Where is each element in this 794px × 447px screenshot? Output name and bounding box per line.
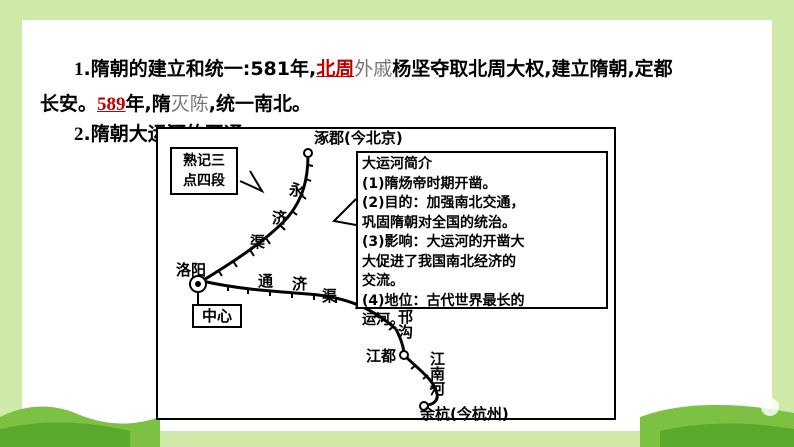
- point-1-line2-start: 长安。: [40, 93, 98, 115]
- intro-line: (4)地位：古代世界最长的: [362, 292, 525, 309]
- canal-char-ji: 济: [272, 209, 288, 227]
- jiangdu-dot: [399, 350, 409, 360]
- intro-line: 巩固隋朝对全国的统治。: [362, 214, 516, 231]
- center-label-box: 中心: [192, 304, 242, 328]
- answer-blank-north-zhou: 北周: [316, 58, 355, 80]
- canal-char-tong: 通: [258, 272, 274, 290]
- grand-canal-map: 涿郡(今北京) 永 济 渠 洛阳 通 济 渠 邗沟 江都 江南河 余杭(今杭州)…: [156, 127, 616, 423]
- jiangnan-canal-line: [402, 353, 439, 407]
- map-label-luoyang: 洛阳: [176, 261, 207, 279]
- zhuojun-dot: [303, 148, 313, 158]
- point-1-line2-mid: 年,隋: [125, 93, 171, 115]
- yuhang-dot: [419, 401, 429, 411]
- slide-frame-right: [772, 0, 794, 447]
- intro-line: 大促进了我国南北经济的: [362, 253, 516, 270]
- map-label-jiangdu: 江都: [366, 347, 397, 365]
- yongji-canal-line: [201, 154, 310, 283]
- point-1-lead: .隋朝的建立和统一:581年,: [83, 58, 317, 80]
- point-1-number: 1: [74, 59, 84, 80]
- tip-line-2: 点四段: [183, 173, 225, 189]
- intro-line: 运河。: [362, 312, 404, 328]
- luoyang-center-dot: [195, 281, 201, 287]
- intro-title: 大运河简介: [362, 156, 432, 172]
- slide-frame-top: [0, 0, 794, 20]
- map-label-jiangnan-canal: 江南河: [428, 351, 446, 396]
- tip-line-1: 熟记三: [183, 153, 225, 169]
- point-1-faded-text-2: 灭陈: [170, 93, 209, 115]
- map-label-hangou: 邗沟: [396, 309, 414, 339]
- point-2-number: 2: [74, 124, 84, 145]
- map-label-yuhang: 余杭(今杭州): [420, 405, 509, 423]
- canal-char-ji-2: 济: [292, 275, 308, 293]
- point-1-paragraph: 1.隋朝的建立和统一:581年,北周外戚杨坚夺取北周大权,建立隋朝,定都 长安。…: [40, 52, 760, 122]
- point-1-line2-end: ,统一南北。: [208, 93, 311, 115]
- tip-pointer: [239, 170, 265, 194]
- intro-line: (2)目的：加强南北交通，: [362, 195, 525, 211]
- intro-line: (1)隋炀帝时期开凿。: [362, 175, 497, 192]
- map-label-zhuojun: 涿郡(今北京): [314, 129, 403, 147]
- answer-blank-589: 589: [97, 94, 126, 115]
- point-1-rest: 杨坚夺取北周大权,建立隋朝,定都: [392, 58, 673, 80]
- tongji-canal-line: [201, 279, 397, 331]
- intro-pointer: [331, 198, 357, 226]
- grass-decoration-icon: [0, 398, 794, 447]
- canal-intro-box: 大运河简介 (1)隋炀帝时期开凿。 (2)目的：加强南北交通， 巩固隋朝对全国的…: [356, 151, 608, 328]
- memory-tip-box: 熟记三 点四段: [170, 147, 238, 195]
- intro-line: 交流。: [362, 273, 404, 289]
- canal-char-qu: 渠: [250, 233, 266, 251]
- canal-char-yong: 永: [289, 181, 305, 199]
- canal-char-qu-2: 渠: [322, 287, 338, 305]
- canal-route-svg: [189, 148, 439, 411]
- slide-frame-left: [0, 0, 22, 447]
- intro-line: (3)影响：大运河的开凿大: [362, 234, 525, 250]
- point-1-faded-text: 外戚: [354, 58, 393, 80]
